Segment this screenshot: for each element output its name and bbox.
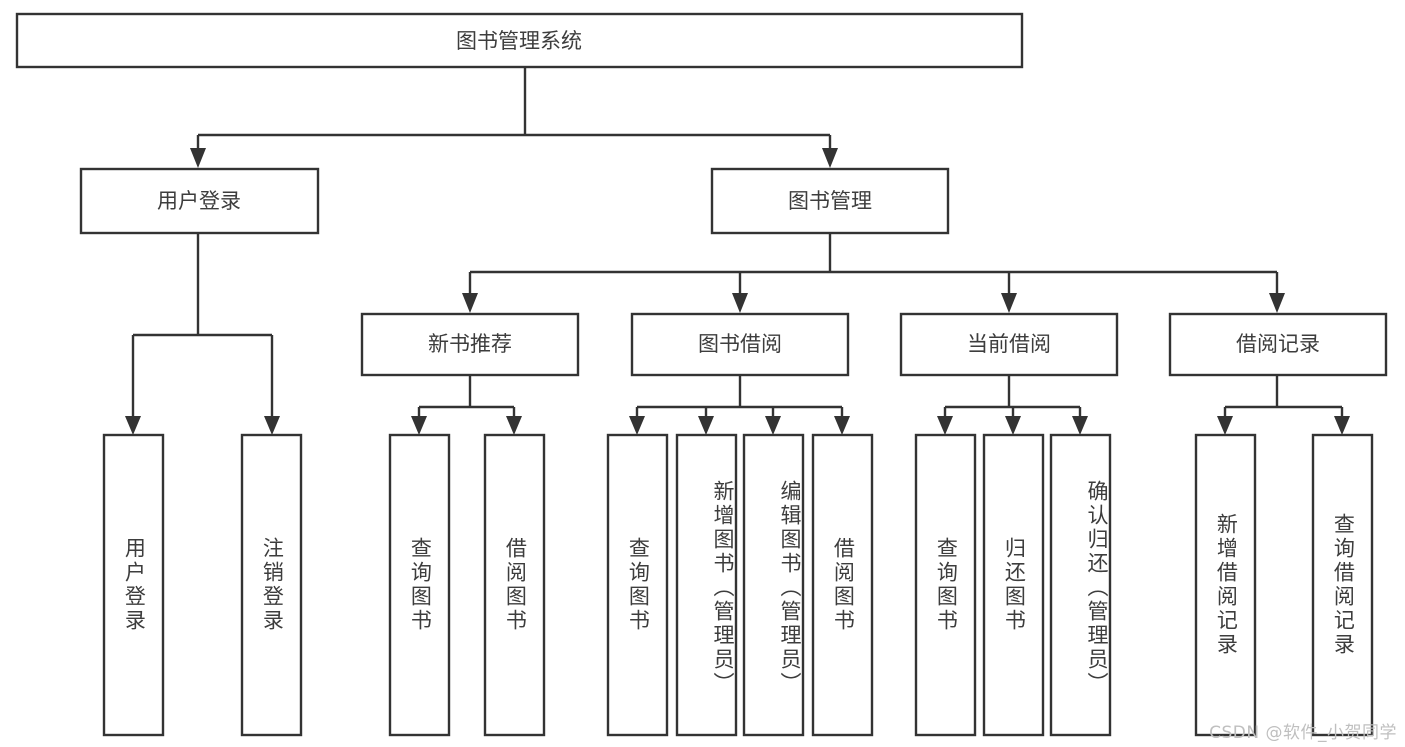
connector-group-book-manage (462, 233, 1285, 313)
node-leaf-return-book-box[interactable] (982, 433, 1045, 737)
connector-group-book-borrow (629, 375, 850, 435)
arrow-head-leaf-query-record (1334, 416, 1350, 435)
node-leaf-borrow-book-1-box[interactable] (483, 433, 546, 737)
connector-group-new-book-recommend (411, 375, 522, 435)
node-user-login-box[interactable] (79, 167, 320, 235)
node-leaf-query-book-2-box[interactable] (606, 433, 669, 737)
arrow-head-leaf-add-book (698, 416, 714, 435)
node-leaf-query-record-box[interactable] (1311, 433, 1374, 737)
arrow-head-new-book-recommend (462, 293, 478, 313)
arrow-head-book-borrow (732, 293, 748, 313)
node-leaf-query-book-3-box[interactable] (914, 433, 977, 737)
arrow-head-leaf-edit-book (765, 416, 781, 435)
connector-group-current-borrow (937, 375, 1088, 435)
arrow-head-leaf-borrow-book-1 (506, 416, 522, 435)
arrow-head-current-borrow (1001, 293, 1017, 313)
node-leaf-user-login-box[interactable] (102, 433, 165, 737)
node-current-borrow-label: 当前借阅 (967, 332, 1051, 356)
node-borrow-record-box[interactable] (1168, 312, 1388, 377)
node-leaf-user-logout-box[interactable] (240, 433, 303, 737)
arrow-head-leaf-query-book-3 (937, 416, 953, 435)
node-current-borrow-box[interactable] (899, 312, 1119, 377)
arrow-head-leaf-confirm-return (1072, 416, 1088, 435)
arrow-head-borrow-record (1269, 293, 1285, 313)
node-borrow-record-label: 借阅记录 (1236, 332, 1320, 356)
arrow-head-leaf-return-book (1005, 416, 1021, 435)
arrow-head-leaf-user-login (125, 416, 141, 435)
node-book-borrow-box[interactable] (630, 312, 850, 377)
csdn-watermark: CSDN @软件_小贺同学 (1209, 723, 1397, 743)
node-user-login-label: 用户登录 (157, 189, 241, 213)
node-new-book-recommend-box[interactable] (360, 312, 580, 377)
arrow-head-book-manage (822, 148, 838, 168)
node-leaf-query-book-1-box[interactable] (388, 433, 451, 737)
node-leaf-borrow-book-2-box[interactable] (811, 433, 874, 737)
node-new-book-recommend-label: 新书推荐 (428, 332, 512, 356)
node-leaf-add-record-box[interactable] (1194, 433, 1257, 737)
arrow-head-leaf-add-record (1217, 416, 1233, 435)
node-leaf-edit-book-box[interactable] (742, 433, 805, 737)
node-book-manage-label: 图书管理 (788, 189, 872, 213)
arrow-head-leaf-query-book-2 (629, 416, 645, 435)
arrow-head-user-login (190, 148, 206, 168)
arrow-head-leaf-borrow-book-2 (834, 416, 850, 435)
arrow-head-leaf-query-book-1 (411, 416, 427, 435)
node-root-box[interactable] (15, 12, 1024, 69)
connector-group-borrow-record (1217, 375, 1350, 435)
node-book-borrow-label: 图书借阅 (698, 332, 782, 356)
node-root-label: 图书管理系统 (456, 29, 582, 53)
node-book-manage-box[interactable] (710, 167, 950, 235)
connector-group-user-login (125, 233, 280, 435)
connector-group-root (190, 67, 838, 168)
node-leaf-add-book-box[interactable] (675, 433, 738, 737)
arrow-head-leaf-user-logout (264, 416, 280, 435)
node-leaf-confirm-return-box[interactable] (1049, 433, 1112, 737)
